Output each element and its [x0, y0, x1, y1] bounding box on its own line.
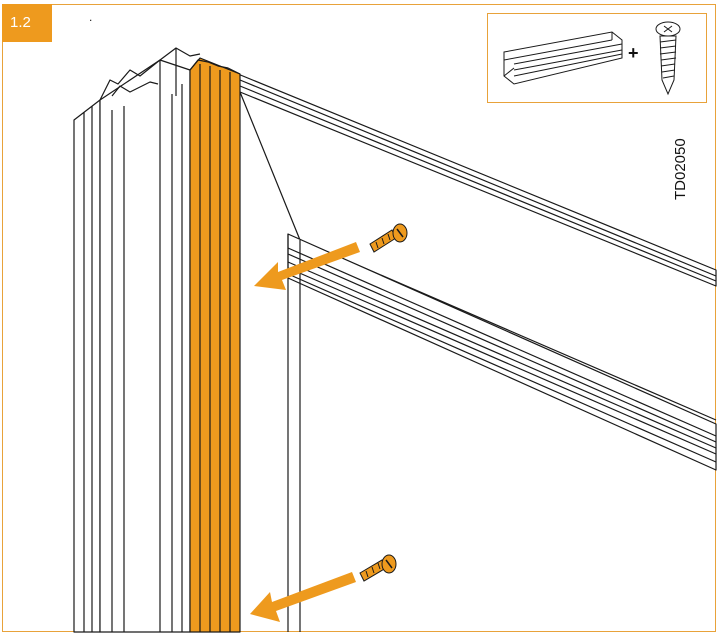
arrow-lower-icon — [250, 572, 356, 622]
inner-rail — [287, 233, 717, 632]
arrow-upper-icon — [254, 242, 360, 290]
gasket-profile — [189, 57, 241, 633]
step-number-badge: 1.2 — [2, 4, 52, 42]
rail-icon — [503, 31, 623, 85]
screw-lower-icon — [359, 554, 397, 582]
plus-sign: + — [628, 43, 639, 63]
screw-upper-icon — [369, 223, 408, 253]
document-id-label: TD02050 — [672, 138, 689, 200]
vertical-profile — [73, 47, 201, 633]
marker-dot: . — [89, 10, 93, 24]
parts-inset: + — [487, 13, 707, 103]
figure-frame — [2, 4, 716, 632]
screw-icon — [655, 21, 681, 96]
